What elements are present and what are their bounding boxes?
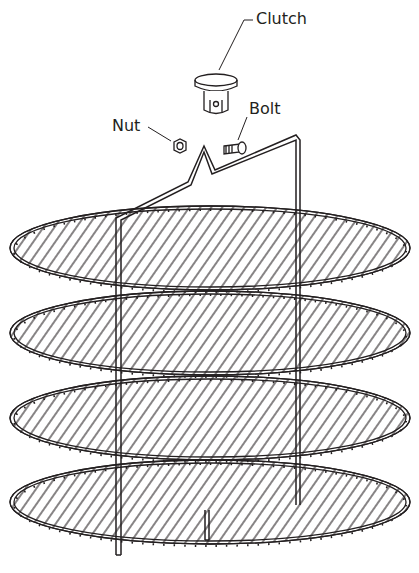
bolt <box>224 142 246 154</box>
nut <box>174 139 186 153</box>
wire-frame <box>116 135 300 555</box>
part-label: Bolt <box>249 100 280 118</box>
clutch <box>195 74 237 114</box>
part-label: Nut <box>112 117 140 135</box>
leader-lines <box>148 20 253 141</box>
part-label: Clutch <box>256 10 307 28</box>
